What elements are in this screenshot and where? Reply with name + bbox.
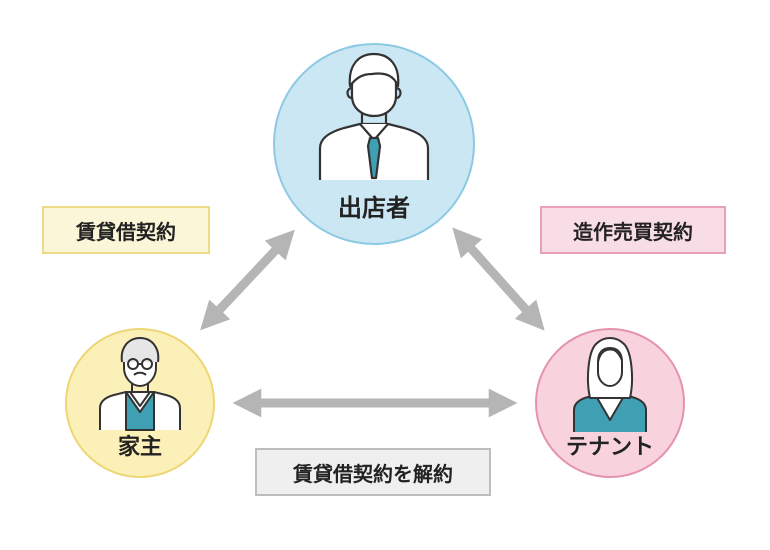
fixture-sale-contract-label: 造作売買契約: [540, 206, 726, 254]
landlord-node: 家主: [65, 328, 215, 478]
lease-contract-label: 賃貸借契約: [42, 206, 210, 254]
tenant-label: テナント: [566, 435, 654, 460]
businessman-icon: [318, 52, 430, 180]
landlord-label: 家主: [118, 434, 162, 460]
elderly-man-icon: [99, 337, 181, 431]
woman-icon: [573, 337, 647, 432]
shopkeeper-label: 出店者: [338, 194, 410, 222]
tenant-node: テナント: [535, 328, 685, 478]
arrow-shopkeeper-tenant: [452, 227, 545, 331]
shopkeeper-node: 出店者: [273, 43, 475, 245]
arrow-landlord-shopkeeper: [200, 229, 295, 331]
lease-cancellation-label: 賃貸借契約を解約: [255, 448, 491, 496]
